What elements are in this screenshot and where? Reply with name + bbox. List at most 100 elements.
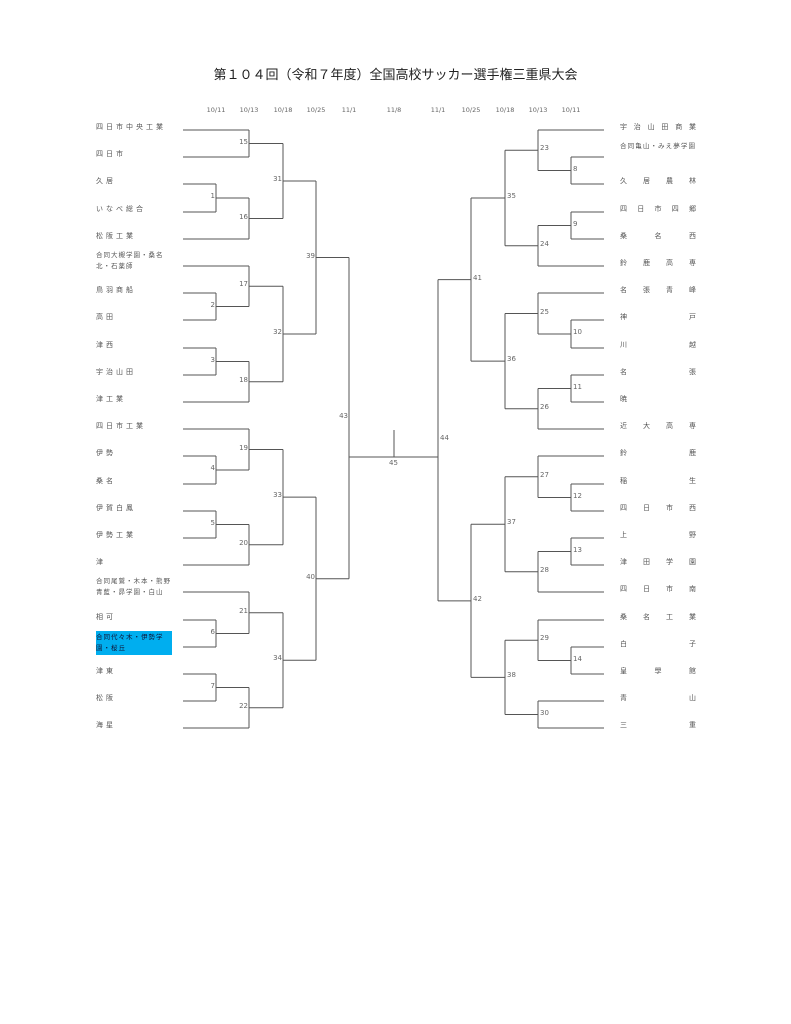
team-name: 宇治山田 xyxy=(96,368,136,376)
date-header: 10/25 xyxy=(461,106,481,114)
match-number: 26 xyxy=(540,402,549,411)
match-number: 2 xyxy=(210,300,215,309)
team-name: 暁 xyxy=(620,395,627,403)
team-name: 四日市南 xyxy=(620,585,696,593)
team-name: 津工業 xyxy=(96,395,126,403)
team-name: 神戸 xyxy=(620,313,696,321)
page-title: 第１０４回（令和７年度）全国高校サッカー選手権三重県大会 xyxy=(213,68,578,83)
match-number: 33 xyxy=(273,491,282,500)
match-number: 12 xyxy=(573,491,582,500)
team-name: 宇治山田商業 xyxy=(620,123,696,131)
match-number: 40 xyxy=(306,572,315,581)
match-number: 13 xyxy=(573,545,582,554)
match-number: 7 xyxy=(210,681,215,690)
match-number: 11 xyxy=(573,382,582,391)
match-number: 23 xyxy=(540,144,549,153)
date-header: 10/18 xyxy=(273,106,293,114)
team-name: 近大高専 xyxy=(620,422,696,430)
match-number: 10 xyxy=(573,328,582,336)
team-name: 四日市工業 xyxy=(96,422,146,430)
match-number: 38 xyxy=(507,671,516,680)
date-header: 10/13 xyxy=(239,106,259,114)
match-number: 20 xyxy=(239,538,248,547)
team-name: 相可 xyxy=(96,613,116,621)
match-number: 16 xyxy=(239,212,248,221)
match-number: 44 xyxy=(440,434,449,443)
match-number: 28 xyxy=(540,565,549,574)
team-name: 青山 xyxy=(620,694,696,702)
date-header: 11/1 xyxy=(430,106,446,114)
team-name: 久居農林 xyxy=(620,177,696,185)
match-number: 41 xyxy=(473,273,482,282)
team-name: 皇學館 xyxy=(620,667,696,675)
team-name: 高田 xyxy=(96,313,116,321)
team-name: 松阪 xyxy=(96,694,116,702)
match-number: 29 xyxy=(540,634,549,643)
match-number: 4 xyxy=(210,464,215,472)
match-number: 31 xyxy=(273,175,282,183)
team-name: 津田学園 xyxy=(620,558,696,566)
team-name: 桑名工業 xyxy=(620,613,696,621)
team-name: 鳥羽商船 xyxy=(96,286,136,294)
team-name: 合同亀山・みえ夢学園 xyxy=(620,142,696,150)
match-number: 30 xyxy=(540,708,549,717)
date-header: 10/11 xyxy=(206,106,226,114)
match-number: 8 xyxy=(573,164,578,173)
match-number: 22 xyxy=(239,701,248,710)
team-name: 鈴鹿高専 xyxy=(620,259,696,267)
team-name: 稲生 xyxy=(620,477,696,485)
team-name: 久居 xyxy=(96,177,116,185)
match-number: 17 xyxy=(239,280,248,289)
team-name: 川越 xyxy=(620,341,696,349)
team-name: 鈴鹿 xyxy=(620,449,696,457)
match-number: 25 xyxy=(540,307,549,316)
date-header: 10/25 xyxy=(306,106,326,114)
match-number: 15 xyxy=(239,137,248,146)
team-name: 合同代々木・伊勢学園・桜丘 xyxy=(96,631,172,655)
team-name: 伊勢工業 xyxy=(96,531,136,539)
match-number: 37 xyxy=(507,518,516,527)
team-name: 四日市 xyxy=(96,150,126,158)
team-name: 津東 xyxy=(96,667,116,675)
match-number: 36 xyxy=(507,355,516,364)
match-number: 14 xyxy=(573,654,582,663)
date-header: 10/18 xyxy=(495,106,515,114)
team-name: 四日市中央工業 xyxy=(96,123,166,131)
match-number: 18 xyxy=(239,375,248,384)
match-number: 5 xyxy=(210,518,215,527)
team-name: 海星 xyxy=(96,721,116,729)
team-name: 三重 xyxy=(620,721,696,729)
team-name: 伊勢 xyxy=(96,449,116,457)
team-name: 松阪工業 xyxy=(96,232,136,240)
team-name: 四日市四郷 xyxy=(620,205,696,213)
date-header-final: 11/8 xyxy=(386,106,402,114)
match-number: 3 xyxy=(210,355,215,364)
team-name: 名張 xyxy=(620,368,696,376)
team-name: 合同尾鷲・木本・熊野青藍・昴学園・白山 xyxy=(96,577,171,596)
team-name: 四日市西 xyxy=(620,504,696,512)
match-number: 39 xyxy=(306,251,315,260)
team-name: 津 xyxy=(96,558,106,566)
final-match-number: 45 xyxy=(389,459,398,467)
match-number: 35 xyxy=(507,192,516,200)
match-number: 43 xyxy=(339,412,348,421)
date-header: 11/1 xyxy=(341,106,357,114)
match-number: 24 xyxy=(540,239,549,248)
team-name: 白子 xyxy=(620,640,696,648)
team-name: 名張青峰 xyxy=(620,286,696,294)
team-name: 伊賀白鳳 xyxy=(96,504,136,512)
match-number: 32 xyxy=(273,328,282,336)
team-name: 桑名 xyxy=(96,477,116,485)
team-name: 津西 xyxy=(96,341,116,349)
team-name: いなべ総合 xyxy=(96,205,146,213)
match-number: 21 xyxy=(239,606,248,615)
match-number: 42 xyxy=(473,594,482,603)
date-header: 10/11 xyxy=(561,106,581,114)
match-number: 34 xyxy=(273,654,282,663)
team-name: 上野 xyxy=(620,531,696,539)
match-number: 27 xyxy=(540,470,549,479)
match-number: 9 xyxy=(573,219,578,228)
match-number: 19 xyxy=(239,443,248,452)
